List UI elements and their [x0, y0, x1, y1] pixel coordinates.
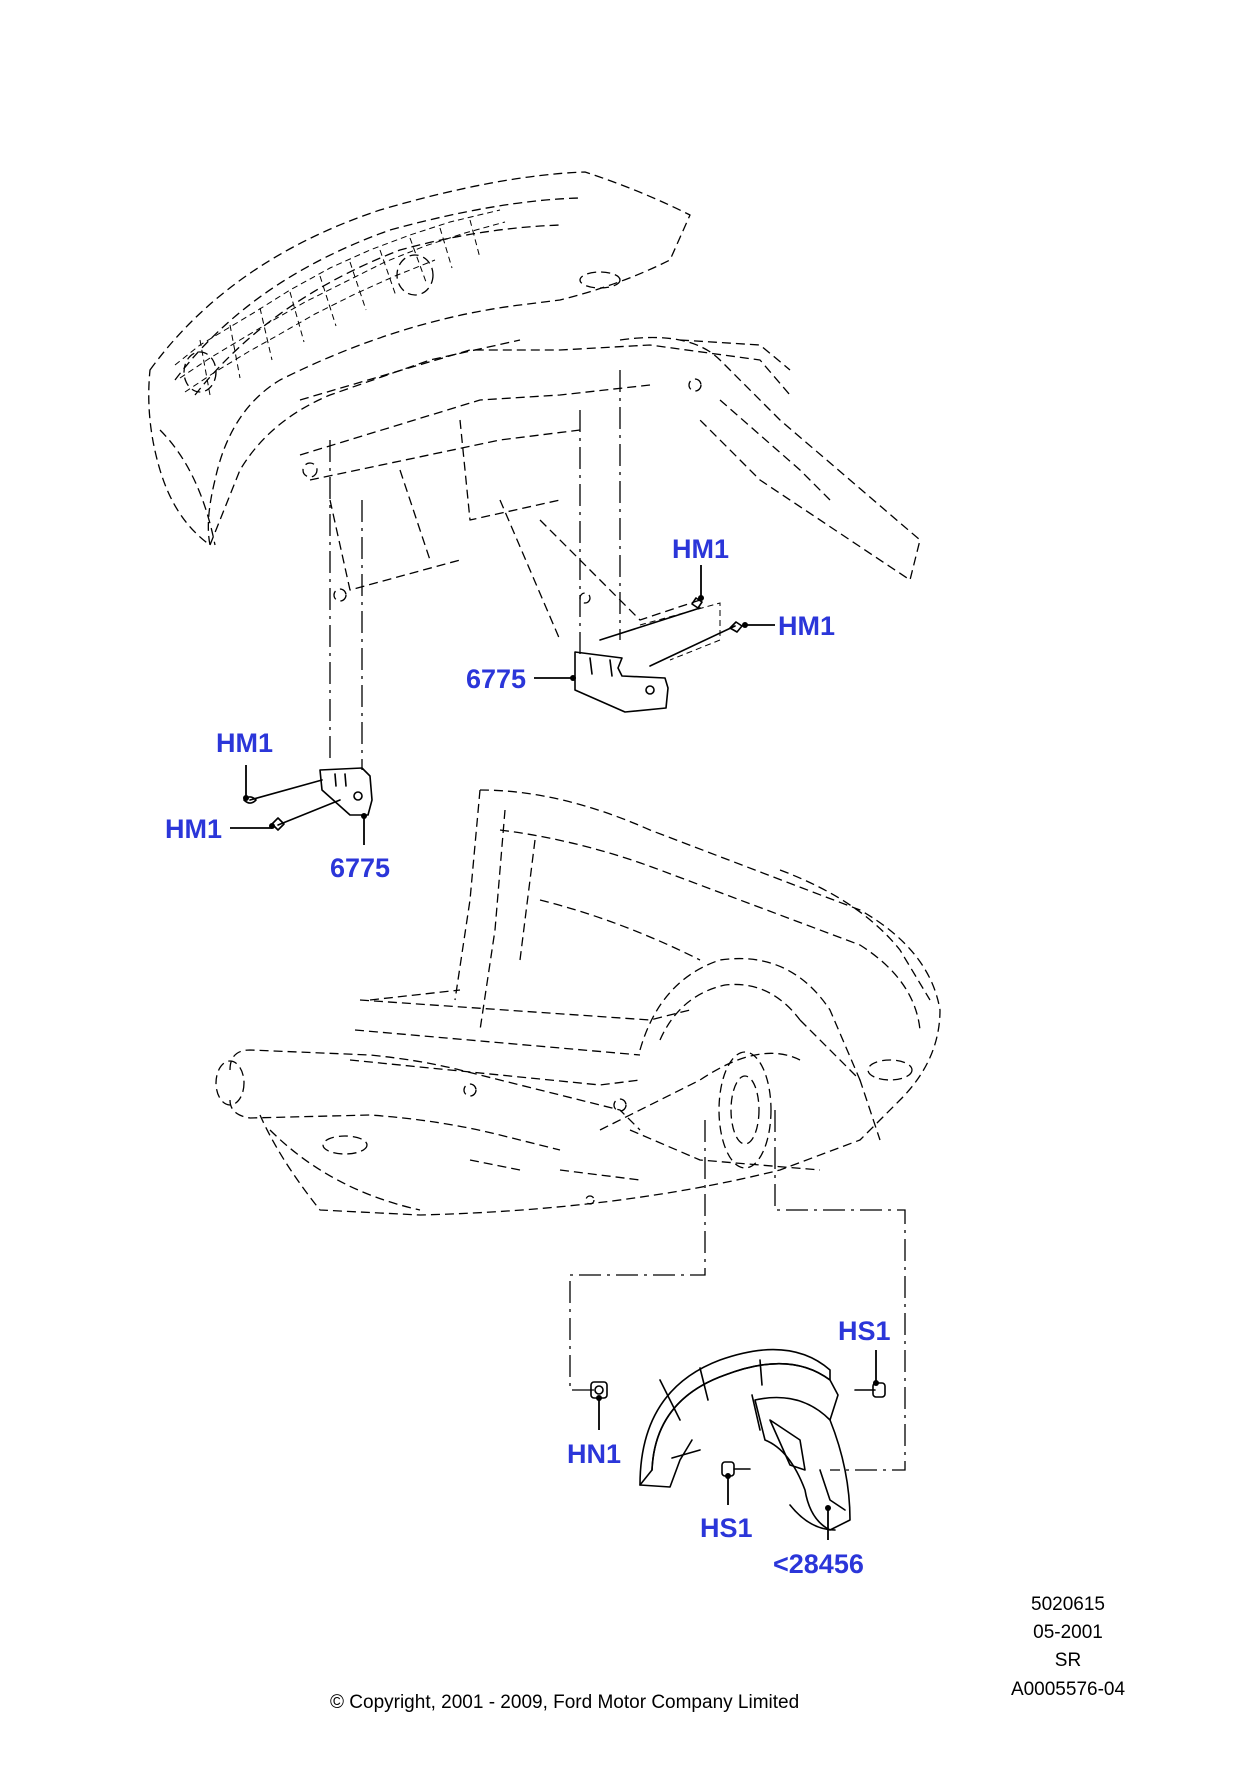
- label-hs1-top: HS1: [838, 1316, 891, 1346]
- fastener-hs1-top: [854, 1350, 886, 1398]
- alignment-lines-rear: [569, 1110, 906, 1471]
- label-hm1-top: HM1: [672, 534, 729, 564]
- fastener-hm1-left-top: [243, 765, 257, 804]
- ref-id: A0005576-04: [1011, 1679, 1126, 1700]
- rear-underbody: [215, 789, 941, 1216]
- front-bumper-assembly: [148, 171, 921, 641]
- leader-bracket-left: [361, 813, 367, 845]
- label-hm1-right: HM1: [778, 611, 835, 641]
- copyright-notice: © Copyright, 2001 - 2009, Ford Motor Com…: [330, 1692, 799, 1713]
- label-hm1-left-mid: HM1: [165, 814, 222, 844]
- fastener-hm1-left-mid: [230, 817, 285, 831]
- ref-date: 05-2001: [1033, 1622, 1103, 1643]
- fastener-hs1-bottom: [721, 1461, 751, 1505]
- label-28456: <28456: [773, 1549, 864, 1579]
- alignment-lines-front: [329, 370, 621, 770]
- label-hn1: HN1: [567, 1439, 621, 1469]
- bracket-right: [574, 602, 736, 713]
- grille-mesh: [174, 209, 506, 396]
- ref-number: 5020615: [1031, 1594, 1105, 1615]
- label-6775-right: 6775: [466, 664, 526, 694]
- fastener-hm1-top: [691, 565, 704, 609]
- bracket-left: [249, 767, 373, 826]
- fastener-hn1: [590, 1381, 608, 1430]
- leader-bracket-right: [534, 675, 576, 681]
- label-hs1-bottom: HS1: [700, 1513, 753, 1543]
- label-hm1-left-top: HM1: [216, 728, 273, 758]
- label-6775-left: 6775: [330, 853, 390, 883]
- reference-info: 5020615 05-2001 SR A0005576-04: [1011, 1594, 1126, 1700]
- ref-code: SR: [1055, 1650, 1081, 1671]
- fastener-hm1-right: [729, 621, 775, 633]
- wheel-arch-liner: [639, 1348, 851, 1531]
- leader-liner: [825, 1505, 831, 1540]
